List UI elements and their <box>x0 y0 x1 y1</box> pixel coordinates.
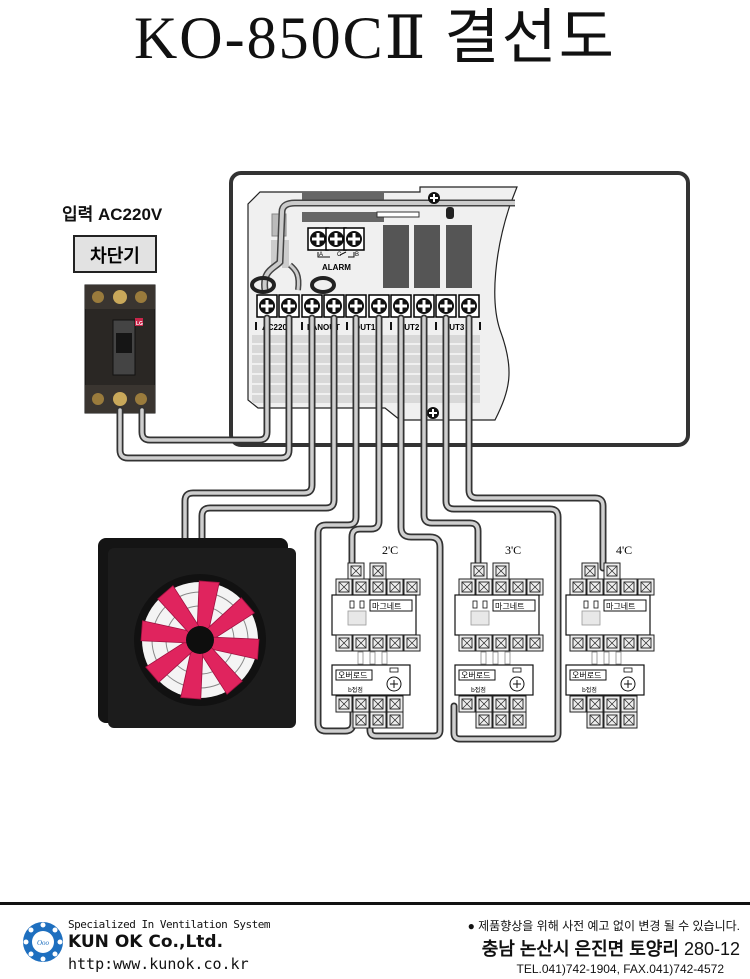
alarm-terminal-c: C <box>337 252 342 258</box>
circuit-breaker: LG <box>84 284 156 414</box>
terminal-label-out1: OUT1 <box>354 323 376 332</box>
page-title: KO-850CⅡ 결선도 <box>133 5 617 71</box>
b-contact-label: b접점 <box>348 686 363 694</box>
magnet-label: 마그네트 <box>495 602 524 611</box>
alarm-terminal-b: B <box>355 252 359 258</box>
alarm-label: ALARM <box>322 263 351 272</box>
contact-numbers: TEL.041)742-1904, FAX.041)742-4572 <box>516 962 724 976</box>
terminal-label-ac220v: AC220V <box>262 323 293 332</box>
alarm-terminal-block <box>307 227 365 251</box>
address-main: 충남 논산시 은진면 토양리 <box>481 939 679 959</box>
exhaust-fan <box>98 538 296 728</box>
company-name: KUN OK Co.,Ltd. <box>68 932 224 952</box>
overload-label: 오버로드 <box>572 670 601 680</box>
company-url: http:www.kunok.co.kr <box>68 955 249 973</box>
footer-divider <box>0 902 750 905</box>
company-logo: Ooo <box>23 922 63 962</box>
alarm-terminal-a: A <box>319 252 323 258</box>
address-number: 280-12 <box>683 939 740 959</box>
magnet-label: 마그네트 <box>606 602 635 611</box>
company-slogan: Specialized In Ventilation System <box>68 918 271 931</box>
overload-label: 오버로드 <box>461 670 490 680</box>
breaker-label: 차단기 <box>73 235 157 273</box>
relay-2 <box>414 225 440 288</box>
wires <box>116 314 607 743</box>
magnet-label: 마그네트 <box>372 602 401 611</box>
company-address: 충남 논산시 은진면 토양리 280-12 <box>482 935 740 961</box>
relay-3 <box>446 225 472 288</box>
terminal-label-fanout: FANOUT <box>307 323 340 332</box>
stage-label: 3'C <box>505 543 521 557</box>
svg-text:Ooo: Ooo <box>37 939 50 947</box>
overload-label: 오버로드 <box>338 670 367 680</box>
input-voltage-label: 입력 AC220V <box>62 205 163 224</box>
wiring-diagram: A C B ALARM AC220V FANOUT OUT1 OUT2 OUT3 <box>84 171 690 743</box>
relay-1 <box>383 225 409 288</box>
breaker-brand: LG <box>136 321 143 327</box>
terminal-label-out3: OUT3 <box>443 323 465 332</box>
b-contact-label: b접점 <box>582 686 597 694</box>
change-notice: ● 제품향상을 위해 사전 예고 없이 변경 될 수 있습니다. <box>467 919 740 933</box>
terminal-label-out2: OUT2 <box>398 323 420 332</box>
b-contact-label: b접점 <box>471 686 486 694</box>
stage-label: 4'C <box>616 543 632 557</box>
stage-label: 2'C <box>382 543 398 557</box>
